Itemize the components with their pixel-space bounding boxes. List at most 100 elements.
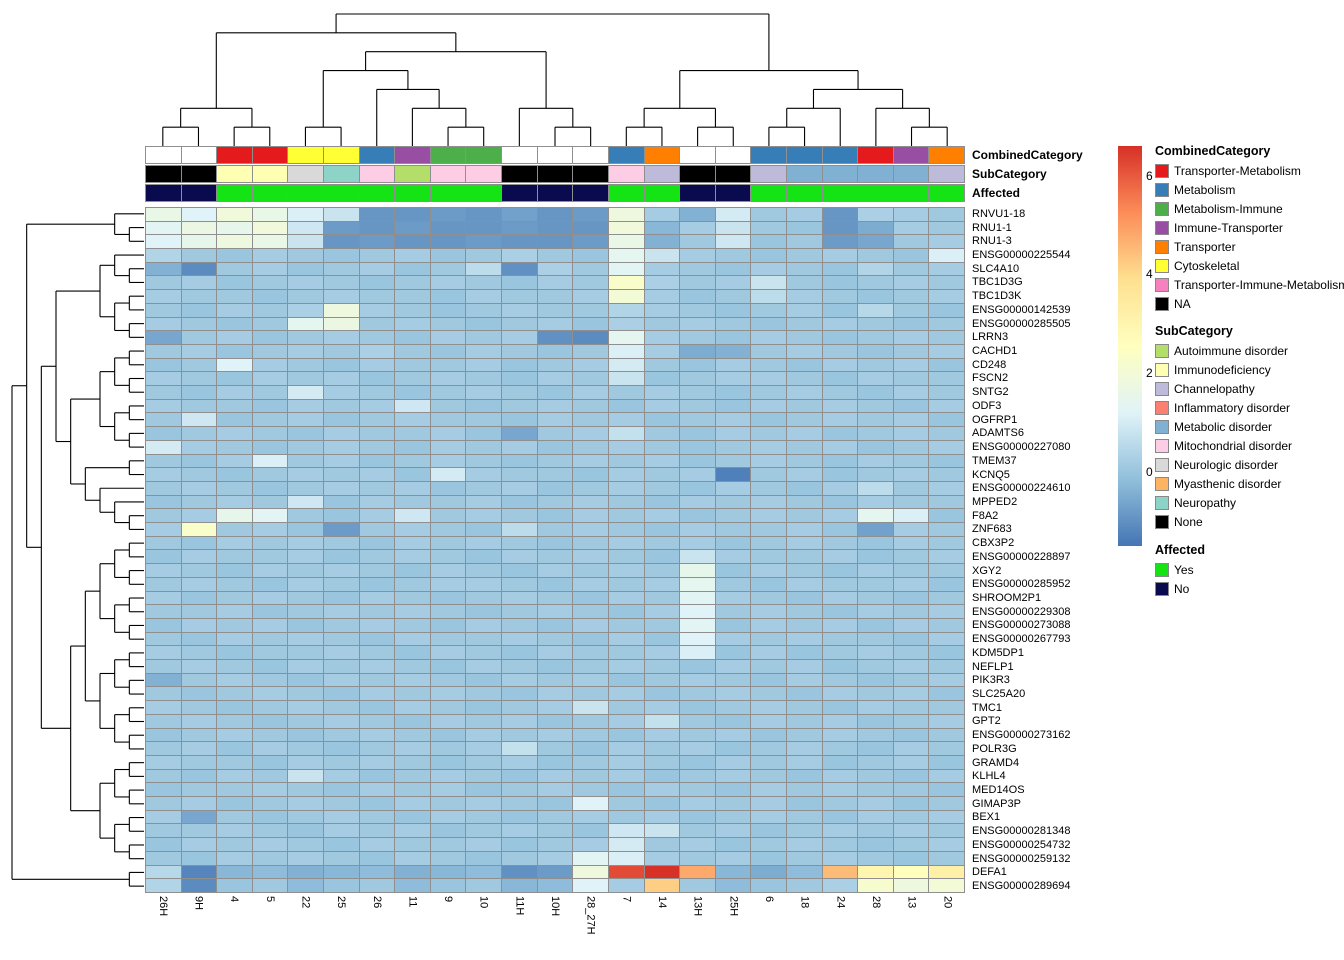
heatmap-cell [466,673,502,687]
heatmap-cell [893,742,929,755]
heatmap-cell [715,440,751,454]
annotation-cell [324,185,359,201]
heatmap-cell [324,303,359,317]
heatmap-cell [680,824,715,838]
heatmap-cell [822,742,858,755]
heatmap-cell [288,824,324,838]
heatmap-cell [217,577,252,591]
heatmap-cell [715,372,751,386]
annotation-cell [252,166,288,182]
gene-label: SLC25A20 [972,688,1026,701]
heatmap-cell [751,550,786,564]
heatmap-cell [146,564,181,577]
heatmap-cell [644,797,680,810]
heatmap-cell [644,358,680,372]
heatmap-cell [573,742,608,755]
heatmap-cell [608,481,644,495]
heatmap-cell [608,851,644,865]
heatmap-cell [573,673,608,687]
heatmap-cell [858,221,893,235]
heatmap-cell [537,509,573,523]
heatmap-cell [680,755,715,769]
heatmap-cell [573,454,608,468]
heatmap-cell [786,714,822,728]
heatmap-cell [252,276,288,290]
heatmap-cell [893,440,929,454]
heatmap-cell [751,208,786,221]
heatmap-cell [822,838,858,851]
heatmap-cell [822,495,858,509]
heatmap-cell [858,824,893,838]
heatmap-cell [466,454,502,468]
heatmap-cell [359,810,395,824]
heatmap-cell [252,262,288,276]
annotation-cell [359,185,395,201]
heatmap-cell [822,221,858,235]
heatmap-cell [858,399,893,413]
heatmap-cell [608,810,644,824]
annotation-label-sub-category: SubCategory [972,167,1047,181]
heatmap-cell [822,632,858,646]
heatmap-cell [430,783,466,797]
heatmap-cell [181,495,217,509]
heatmap-cell [822,276,858,290]
heatmap-cell [537,495,573,509]
heatmap-cell [217,564,252,577]
legend-label: None [1174,514,1203,529]
heatmap-cell [573,249,608,262]
heatmap-cell [608,687,644,701]
heatmap-cell [537,427,573,440]
heatmap-cell [537,591,573,605]
heatmap-cell [751,454,786,468]
heatmap-cell [502,851,537,865]
heatmap-cell [359,865,395,879]
heatmap-cell [680,372,715,386]
heatmap-cell [181,769,217,783]
heatmap-cell [324,797,359,810]
heatmap-cell [715,605,751,618]
heatmap-cell [608,276,644,290]
heatmap-cell [858,879,893,892]
legend-item: Metabolism [1155,180,1344,199]
heatmap-cell [893,769,929,783]
heatmap-cell [573,769,608,783]
heatmap-cell [715,317,751,331]
heatmap-cell [359,413,395,427]
heatmap-cell [858,838,893,851]
heatmap-cell [430,577,466,591]
heatmap-cell [395,262,430,276]
heatmap-cell [858,372,893,386]
heatmap-cell [217,481,252,495]
heatmap-cell [893,824,929,838]
heatmap-cell [217,851,252,865]
annotation-cell [893,185,929,201]
heatmap-cell [395,632,430,646]
heatmap-cell [786,824,822,838]
heatmap-cell [146,468,181,481]
legend-swatch [1155,343,1169,358]
heatmap-cell [537,783,573,797]
heatmap-cell [608,358,644,372]
sample-label: 9 [442,896,455,903]
heatmap-cell [573,618,608,632]
heatmap-cell [786,262,822,276]
heatmap-cell [502,262,537,276]
heatmap-cell [146,742,181,755]
sample-label: 14 [656,896,669,909]
heatmap-cell [929,454,964,468]
heatmap-cell [715,235,751,249]
heatmap-cell [288,632,324,646]
heatmap-cell [680,454,715,468]
heatmap-cell [786,564,822,577]
heatmap-cell [537,344,573,358]
heatmap-cell [395,618,430,632]
heatmap-cell [359,550,395,564]
heatmap-cell [324,742,359,755]
heatmap-cell [893,290,929,303]
heatmap-cell [324,399,359,413]
color-scale-tick-label: 0 [1146,464,1153,479]
heatmap-cell [893,701,929,714]
heatmap-cell [324,851,359,865]
heatmap-cell [324,687,359,701]
heatmap-cell [217,358,252,372]
